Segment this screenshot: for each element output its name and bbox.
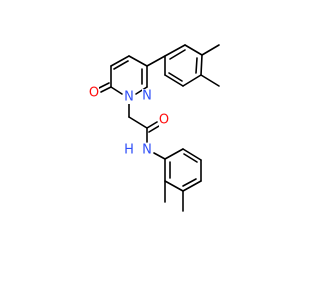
- bond: [148, 125, 160, 133]
- bond: [128, 116, 148, 129]
- bond: [110, 55, 130, 67]
- oxygen-atom-label: O: [89, 86, 99, 101]
- bond: [201, 44, 220, 56]
- amide-carbonyl-oxygen: O: [159, 113, 169, 128]
- bond: [113, 60, 129, 70]
- hydrogen-atom-label: H: [124, 143, 134, 158]
- oxygen-atom-label: O: [159, 113, 169, 128]
- nitrogen-atom-label: N: [142, 143, 152, 158]
- ring-nitrogen-n1: N: [124, 90, 134, 105]
- bond: [168, 72, 183, 82]
- bond: [184, 44, 203, 56]
- bond: [135, 86, 148, 95]
- bond: [164, 148, 184, 160]
- bond: [200, 74, 220, 87]
- bond: [146, 121, 158, 129]
- bond: [146, 55, 166, 67]
- bond: [164, 180, 184, 192]
- bond: [183, 153, 198, 163]
- bond: [169, 49, 186, 60]
- bond: [182, 74, 202, 87]
- bond-layer: [98, 44, 220, 212]
- bond: [110, 86, 123, 95]
- bond: [164, 74, 184, 87]
- bond: [128, 55, 148, 67]
- bond: [200, 54, 203, 76]
- molecule-structure-diagram: O N N O N H: [89, 44, 220, 212]
- bond: [182, 178, 197, 187]
- bond: [153, 152, 166, 160]
- nitrogen-atom-label: N: [124, 90, 134, 105]
- amide-nitrogen-group: N H: [124, 143, 152, 158]
- nitrogen-atom-label: N: [142, 89, 152, 104]
- bond: [182, 180, 202, 192]
- ring-carbonyl-oxygen: O: [89, 86, 99, 101]
- bond: [164, 44, 186, 57]
- bond: [100, 86, 112, 93]
- bond: [195, 57, 198, 74]
- atom-label-layer: O N N O N H: [89, 86, 169, 158]
- bond: [98, 82, 110, 89]
- ring-nitrogen-n2: N: [142, 89, 152, 104]
- bond: [182, 148, 202, 161]
